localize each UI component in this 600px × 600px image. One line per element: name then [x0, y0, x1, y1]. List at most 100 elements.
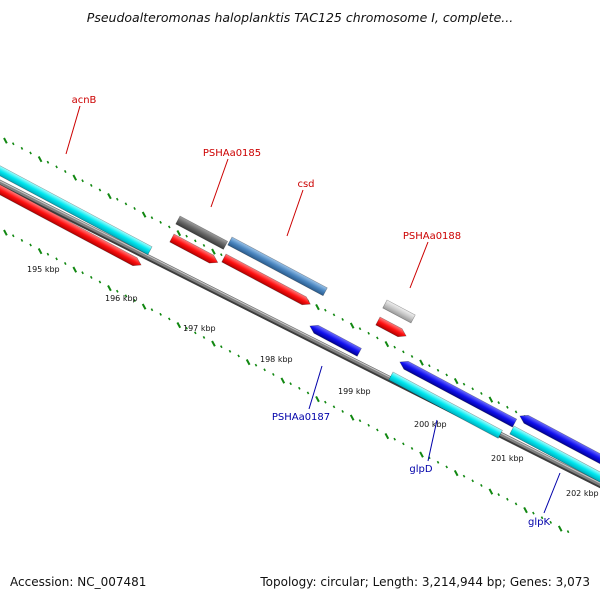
lower-major-tick — [523, 506, 528, 514]
label-leader-line — [543, 472, 561, 514]
lower-minor-tick — [55, 257, 58, 261]
upper-minor-tick — [358, 327, 362, 331]
upper-minor-tick — [46, 160, 50, 164]
backbone-line — [0, 179, 600, 487]
lower-minor-tick — [168, 317, 171, 321]
lower-major-tick — [211, 340, 216, 347]
gene-label[interactable]: glpD — [409, 464, 432, 475]
red-gene-1[interactable] — [0, 173, 143, 269]
genome-summary-text: Topology: circular; Length: 3,214,944 bp… — [260, 575, 590, 589]
glpD-gene[interactable] — [388, 371, 503, 439]
upper-minor-tick — [332, 313, 336, 317]
lower-major-tick — [315, 395, 320, 403]
upper-minor-tick — [81, 179, 84, 183]
upper-minor-tick — [89, 183, 93, 187]
gene-label[interactable]: acnB — [72, 95, 97, 106]
tick-label: 196 kbp — [105, 294, 138, 303]
lower-major-tick — [384, 432, 390, 440]
glpK-gene[interactable] — [509, 425, 600, 487]
upper-major-tick — [315, 303, 320, 311]
upper-minor-tick — [367, 331, 370, 335]
label-leader-line — [210, 158, 229, 208]
lower-minor-tick — [298, 386, 301, 390]
upper-minor-tick — [436, 368, 440, 372]
acnB-gene[interactable] — [0, 154, 153, 256]
upper-minor-tick — [462, 382, 466, 386]
lower-minor-tick — [202, 335, 206, 339]
upper-minor-tick — [514, 410, 518, 414]
lower-minor-tick — [436, 460, 440, 464]
gene-label[interactable]: glpK — [528, 517, 550, 528]
lower-major-tick — [488, 488, 494, 495]
lower-minor-tick — [11, 234, 15, 238]
label-leader-line — [427, 419, 438, 462]
lower-minor-tick — [514, 502, 518, 506]
acnB-gene-shape — [0, 154, 153, 256]
upper-minor-tick — [506, 405, 509, 409]
PSHAa0187-gene[interactable] — [308, 322, 362, 357]
lower-minor-tick — [289, 382, 292, 386]
lower-minor-tick — [263, 368, 266, 372]
red-gene-4[interactable] — [375, 316, 408, 340]
map-title: Pseudoalteromonas haloplanktis TAC125 ch… — [86, 10, 514, 25]
lower-minor-tick — [324, 400, 327, 404]
lower-major-tick — [176, 322, 182, 329]
lower-minor-tick — [332, 405, 336, 409]
lower-minor-tick — [376, 428, 379, 432]
blue-gene-2[interactable] — [518, 412, 600, 468]
upper-minor-tick — [55, 165, 58, 169]
label-leader-line — [409, 241, 429, 289]
PSHAa0188-gene[interactable] — [382, 299, 416, 324]
tick-label: 201 kbp — [491, 454, 524, 463]
PSHAa0185-gene-shape — [175, 215, 229, 250]
lower-minor-tick — [532, 511, 535, 515]
upper-minor-tick — [150, 216, 154, 220]
PSHAa0188-gene-shape — [382, 299, 416, 324]
lower-minor-tick — [506, 497, 509, 501]
upper-minor-tick — [133, 206, 136, 210]
upper-major-tick — [211, 248, 216, 255]
tick-label: 199 kbp — [338, 387, 371, 396]
upper-minor-tick — [410, 354, 414, 358]
gene-label[interactable]: PSHAa0188 — [403, 231, 461, 242]
lower-minor-tick — [393, 437, 396, 441]
csd-gene-shape — [227, 236, 328, 297]
upper-minor-tick — [194, 239, 197, 243]
tick-label: 197 kbp — [183, 324, 216, 333]
blue-gene-1[interactable] — [398, 358, 518, 428]
upper-major-tick — [72, 174, 78, 181]
lower-minor-tick — [237, 354, 240, 358]
lower-major-tick — [557, 525, 563, 532]
gene-label[interactable]: csd — [297, 179, 314, 190]
lower-minor-tick — [358, 419, 362, 423]
lower-minor-tick — [81, 271, 84, 275]
red-gene-2[interactable] — [169, 233, 220, 266]
upper-minor-tick — [324, 308, 327, 312]
gene-label[interactable]: PSHAa0185 — [203, 148, 261, 159]
upper-minor-tick — [445, 373, 448, 377]
upper-minor-tick — [98, 188, 102, 192]
lower-minor-tick — [194, 331, 197, 335]
csd-gene[interactable] — [227, 236, 328, 297]
upper-minor-tick — [168, 225, 171, 229]
PSHAa0185-gene[interactable] — [175, 215, 229, 250]
lower-minor-tick — [124, 294, 128, 298]
gene-label[interactable]: PSHAa0187 — [272, 412, 330, 423]
upper-major-tick — [176, 230, 182, 237]
lower-minor-tick — [272, 372, 275, 376]
lower-minor-tick — [367, 423, 370, 427]
red-gene-3[interactable] — [221, 253, 313, 308]
red-gene-4-shape — [375, 316, 407, 338]
label-leader-line — [65, 105, 81, 155]
lower-major-tick — [141, 303, 147, 310]
glpD-gene-shape — [388, 371, 503, 439]
lower-major-tick — [349, 414, 355, 421]
lower-minor-tick — [402, 442, 405, 446]
lower-minor-tick — [185, 326, 188, 330]
upper-minor-tick — [11, 142, 15, 146]
upper-major-tick — [349, 322, 355, 329]
upper-major-tick — [3, 137, 8, 144]
upper-major-tick — [107, 193, 112, 200]
lower-minor-tick — [462, 474, 466, 478]
